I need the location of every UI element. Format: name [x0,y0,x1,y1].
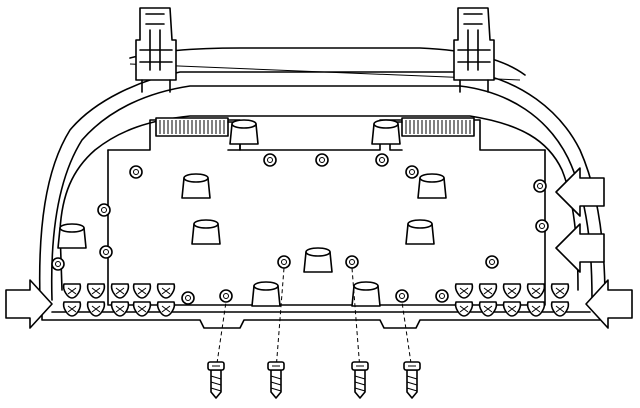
terminal-mark [161,305,171,313]
panel-hole [51,257,65,271]
mounting-post-top [59,223,85,233]
mounting-clip-right [453,7,495,93]
panel-hole [181,291,195,305]
panel-hole [129,165,143,179]
panel-hole-inner [439,293,445,299]
panel-hole-inner [281,259,287,265]
mounting-post-top [353,281,379,291]
terminal-mark [137,305,147,313]
mounting-post-top [419,173,445,183]
terminal-mark [137,287,147,295]
panel-hole-inner [55,261,61,267]
screw-guide-line [275,267,285,371]
terminal-mark [459,305,469,313]
mounting-post-top [253,281,279,291]
panel-hole [315,153,329,167]
terminal-mark [115,305,125,313]
screw-guide-line [351,267,361,371]
mounting-clip-left [135,7,177,93]
panel-hole [435,289,449,303]
terminal-mark [531,305,541,313]
terminal-mark [91,287,101,295]
arrow-left [5,279,53,329]
panel-hole [99,245,113,259]
terminal-mark [555,287,565,295]
terminal-mark [507,305,517,313]
screw-guide-line [401,301,413,371]
arrow-right-middle [555,223,605,273]
screw-guide-line [215,301,227,371]
panel-hole [375,153,389,167]
mounting-post-top [407,219,433,229]
panel-hole [219,289,233,303]
screw-thread [406,375,418,392]
terminal-mark [483,305,493,313]
mounting-post-top [373,119,399,129]
terminal-mark [67,287,77,295]
terminal-mark [161,287,171,295]
panel-hole [405,165,419,179]
mounting-post-top [193,219,219,229]
panel-hole [277,255,291,269]
terminal-mark [531,287,541,295]
mounting-post-top [231,119,257,129]
arrow-right-bottom [585,279,633,329]
panel-bosses [51,119,549,307]
panel-hole-inner [537,183,543,189]
panel-hole-inner [101,207,107,213]
arrow-right-upper [555,167,605,217]
panel-hole [535,219,549,233]
terminal-mark [91,305,101,313]
panel-hole-inner [103,249,109,255]
mounting-post-top [305,247,331,257]
screws-group [207,267,421,399]
panel-hole-inner [319,157,325,163]
panel-hole-inner [539,223,545,229]
screw-thread [270,375,282,392]
panel-hole-inner [185,295,191,301]
panel-hole [395,289,409,303]
terminal-mark [555,305,565,313]
terminal-mark [115,287,125,295]
panel-hole-inner [133,169,139,175]
panel-hole [263,153,277,167]
panel-hole-inner [399,293,405,299]
screw-thread [354,375,366,392]
panel-hole-inner [489,259,495,265]
panel-hole-inner [223,293,229,299]
panel-hole-inner [267,157,273,163]
terminal-mark [67,305,77,313]
connector-right [389,117,475,151]
terminal-mark [483,287,493,295]
terminal-mark [507,287,517,295]
mounting-post-top [183,173,209,183]
terminal-rows [62,283,570,317]
panel-hole [533,179,547,193]
screw-thread [210,375,222,392]
terminal-mark [459,287,469,295]
panel-hole [485,255,499,269]
panel-hole [345,255,359,269]
panel-hole-inner [409,169,415,175]
panel-hole-inner [379,157,385,163]
panel-hole-inner [349,259,355,265]
panel-hole [97,203,111,217]
connector-left [155,117,241,151]
